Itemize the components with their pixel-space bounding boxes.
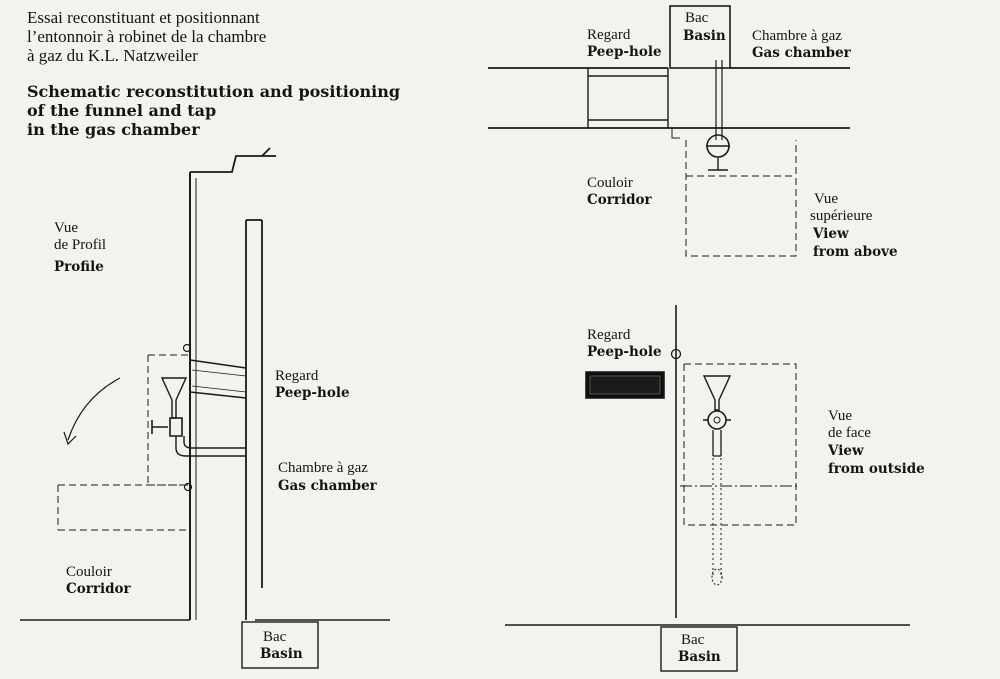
profile-wall-chamber <box>245 219 263 620</box>
profile-gas-chamber-label-fr: Chambre à gaz <box>278 460 368 476</box>
title-en-line: Schematic reconstitution and positioning <box>27 82 401 101</box>
top-corridor-label-en: Corridor <box>587 192 652 208</box>
profile-basin-label-fr: Bac <box>263 629 287 645</box>
profile-peephole-label-fr: Regard <box>275 368 319 384</box>
top-peephole-tube <box>587 68 669 128</box>
top-gas-chamber-label-en: Gas chamber <box>752 45 851 61</box>
top-peephole-label-en: Peep-hole <box>587 44 662 60</box>
top-drawing <box>488 5 850 257</box>
front-basin-label-fr: Bac <box>681 632 705 648</box>
front-hidden-pipe <box>712 458 722 575</box>
profile-dashed-box <box>147 354 190 486</box>
top-dashed-box <box>685 140 797 257</box>
top-gas-chamber-label-fr: Chambre à gaz <box>752 28 842 44</box>
top-view-label-en-1: View <box>813 226 849 242</box>
title-fr-line: à gaz du K.L. Natzweiler <box>27 46 198 65</box>
top-view-label-en-2: from above <box>813 244 898 260</box>
profile-peephole-label-en: Peep-hole <box>275 385 350 401</box>
front-tap <box>707 410 727 430</box>
top-peephole-label-fr: Regard <box>587 27 631 43</box>
profile-view-label-fr-1: Vue <box>54 220 79 236</box>
front-basin-box <box>660 626 738 672</box>
top-view-label-fr-2: supérieure <box>810 208 873 224</box>
profile-basin-box <box>241 621 319 669</box>
title-en-line: of the funnel and tap <box>27 101 217 120</box>
profile-pipe <box>175 436 246 457</box>
top-basin-label-fr: Bac <box>685 10 709 26</box>
title-fr-line: l’entonnoir à robinet de la chambre <box>27 27 267 46</box>
top-basin-label-en: Basin <box>683 28 726 44</box>
top-corridor-label-fr: Couloir <box>587 175 633 191</box>
profile-view-label-en: Profile <box>54 259 104 275</box>
top-view-label-fr-1: Vue <box>814 191 839 207</box>
title-fr-line: Essai reconstituant et positionnant <box>27 8 260 27</box>
profile-view-label-fr-2: de Profil <box>54 237 107 253</box>
profile-funnel <box>160 377 188 419</box>
profile-gas-chamber-label-en: Gas chamber <box>278 478 377 494</box>
front-view-label-en-2: from outside <box>828 461 925 477</box>
profile-basin-label-en: Basin <box>260 646 303 662</box>
title-en-line: in the gas chamber <box>27 120 200 139</box>
front-view-label-fr-2: de face <box>828 425 871 441</box>
profile-corridor-label-en: Corridor <box>66 581 131 597</box>
front-basin-label-en: Basin <box>678 649 721 665</box>
front-view-label-en-1: View <box>828 443 864 459</box>
profile-rotation-arrow <box>67 377 121 441</box>
top-basin-box <box>669 5 731 69</box>
front-dashed-box <box>683 363 797 526</box>
profile-corridor-label-fr: Couloir <box>66 564 112 580</box>
front-peephole-label-en: Peep-hole <box>587 344 662 360</box>
front-funnel <box>702 375 732 411</box>
front-drawing <box>505 305 910 672</box>
front-view-label-fr-1: Vue <box>828 408 853 424</box>
profile-roof <box>190 147 276 173</box>
front-peephole-label-fr: Regard <box>587 327 631 343</box>
profile-drawing <box>20 147 390 669</box>
profile-tap <box>151 417 183 437</box>
profile-peephole-tube <box>189 359 247 399</box>
title-french: Essai reconstituant et positionnant l’en… <box>27 8 266 65</box>
title-english: Schematic reconstitution and positioning… <box>27 82 400 139</box>
